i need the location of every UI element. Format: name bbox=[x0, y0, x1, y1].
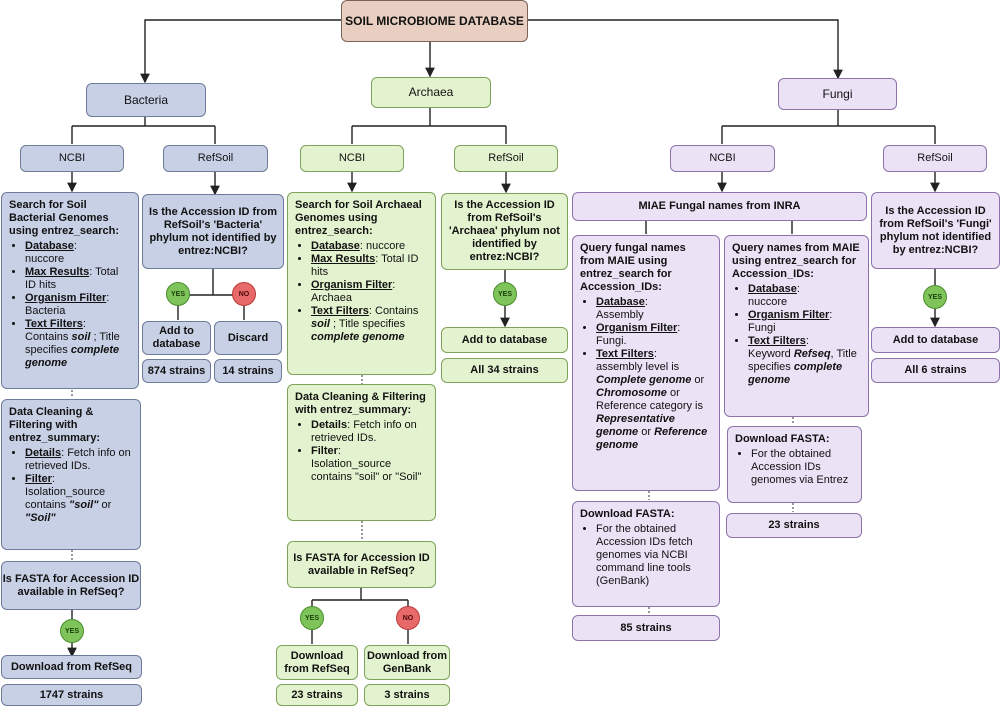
archaea-yes-badge: YES bbox=[300, 606, 324, 630]
archaea-refsoil-yes-badge: YES bbox=[493, 282, 517, 306]
fungi-refsoil-node: RefSoil bbox=[883, 145, 987, 172]
fungi-refsoil-question: Is the Accession ID from RefSoil's 'Fung… bbox=[871, 192, 1000, 269]
bacteria-node: Bacteria bbox=[86, 83, 206, 117]
archaea-no-badge: NO bbox=[396, 606, 420, 630]
archaea-node: Archaea bbox=[371, 77, 491, 108]
archaea-download-genbank: Download from GenBank bbox=[364, 645, 450, 680]
archaea-ncbi-node: NCBI bbox=[300, 145, 404, 172]
archaea-search-box: Search for Soil Archaeal Genomes using e… bbox=[287, 192, 436, 375]
bacteria-search-box: Search for Soil Bacterial Genomes using … bbox=[1, 192, 139, 389]
bacteria-refsoil-yes-badge: YES bbox=[166, 282, 190, 306]
bacteria-refsoil-no-badge: NO bbox=[232, 282, 256, 306]
bacteria-strains-count: 1747 strains bbox=[1, 684, 142, 706]
bacteria-refsoil-question: Is the Accession ID from RefSoil's 'Bact… bbox=[142, 194, 284, 269]
archaea-search-heading: Search for Soil Archaeal Genomes using e… bbox=[295, 199, 422, 237]
bacteria-discard: Discard bbox=[214, 321, 282, 355]
fungi-query-2-heading: Query names from MAIE using entrez_searc… bbox=[732, 242, 860, 280]
bacteria-refsoil-node: RefSoil bbox=[163, 145, 268, 172]
fungi-strains-85: 85 strains bbox=[572, 615, 720, 641]
archaea-genbank-strains: 3 strains bbox=[364, 684, 450, 706]
fungi-download-box-1: Download FASTA: For the obtained Accessi… bbox=[572, 501, 720, 607]
fungi-add-strains: All 6 strains bbox=[871, 358, 1000, 383]
bacteria-search-heading: Search for Soil Bacterial Genomes using … bbox=[9, 199, 120, 237]
bacteria-download-refseq: Download from RefSeq bbox=[1, 655, 142, 679]
archaea-cleaning-heading: Data Cleaning & Filtering with entrez_su… bbox=[295, 391, 426, 416]
fungi-refsoil-yes-badge: YES bbox=[923, 285, 947, 309]
fungi-strains-23: 23 strains bbox=[726, 513, 862, 538]
archaea-download-refseq: Download from RefSeq bbox=[276, 645, 358, 680]
fungi-node: Fungi bbox=[778, 78, 897, 110]
fungi-query-1-heading: Query fungal names from MAIE using entre… bbox=[580, 242, 686, 293]
bacteria-fasta-question: Is FASTA for Accession ID available in R… bbox=[1, 561, 141, 610]
bacteria-discard-strains: 14 strains bbox=[214, 359, 282, 383]
bacteria-cleaning-heading: Data Cleaning & Filtering with entrez_su… bbox=[9, 406, 101, 444]
bacteria-ncbi-node: NCBI bbox=[20, 145, 124, 172]
fungi-ncbi-node: NCBI bbox=[670, 145, 775, 172]
fungi-query-box-2: Query names from MAIE using entrez_searc… bbox=[724, 235, 869, 417]
bacteria-add-to-database: Add to database bbox=[142, 321, 211, 355]
bacteria-add-strains: 874 strains bbox=[142, 359, 211, 383]
archaea-add-strains: All 34 strains bbox=[441, 358, 568, 383]
bacteria-yes-badge: YES bbox=[60, 619, 84, 643]
fungi-miae-box: MIAE Fungal names from INRA bbox=[572, 192, 867, 221]
fungi-download-1-heading: Download FASTA: bbox=[580, 508, 675, 520]
fungi-add-to-database: Add to database bbox=[871, 327, 1000, 353]
archaea-fasta-question: Is FASTA for Accession ID available in R… bbox=[287, 541, 436, 588]
archaea-cleaning-box: Data Cleaning & Filtering with entrez_su… bbox=[287, 384, 436, 521]
archaea-add-to-database: Add to database bbox=[441, 327, 568, 353]
root-node: SOIL MICROBIOME DATABASE bbox=[341, 0, 528, 42]
archaea-refseq-strains: 23 strains bbox=[276, 684, 358, 706]
archaea-refsoil-question: Is the Accession ID from RefSoil's 'Arch… bbox=[441, 193, 568, 270]
bacteria-cleaning-box: Data Cleaning & Filtering with entrez_su… bbox=[1, 399, 141, 550]
fungi-download-2-heading: Download FASTA: bbox=[735, 433, 830, 445]
archaea-refsoil-node: RefSoil bbox=[454, 145, 558, 172]
fungi-download-box-2: Download FASTA: For the obtained Accessi… bbox=[727, 426, 862, 503]
fungi-query-box-1: Query fungal names from MAIE using entre… bbox=[572, 235, 720, 491]
